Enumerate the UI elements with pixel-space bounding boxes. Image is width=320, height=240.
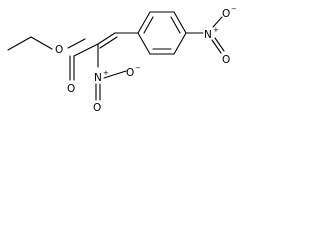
bond-aryl-n-o-double-2 xyxy=(214,37,225,52)
ring-double-1 xyxy=(143,16,154,34)
bond-aryl-n-o-double xyxy=(211,39,222,54)
atom-carbonyl-o: O xyxy=(67,83,75,95)
atom-nitro-alkene-o-double: O xyxy=(93,102,101,114)
atom-nitro-aryl-n: N xyxy=(204,29,212,41)
structure-diagram: O O N + O − O N + O − O xyxy=(7,5,237,114)
ring-bond-4 xyxy=(173,32,187,55)
atom-nitro-alkene-o-single: O xyxy=(126,67,134,79)
bond-alpha-beta-double xyxy=(99,36,118,49)
charge-nitro-aryl-n: + xyxy=(213,26,219,34)
ring-bond-3 xyxy=(173,11,187,34)
bond-aryl-n-o-single xyxy=(212,16,223,28)
atom-nitro-alkene-n: N xyxy=(94,72,102,84)
bond-carbonyl-c-alpha-c xyxy=(73,43,99,57)
ring-bond-6 xyxy=(137,32,151,55)
charge-nitro-alkene-o: − xyxy=(135,64,141,72)
bond-nitro-n-o-single xyxy=(103,70,127,79)
atom-ester-o: O xyxy=(55,44,63,56)
bond-methyl-ch2 xyxy=(7,36,32,51)
atom-nitro-aryl-o-double: O xyxy=(222,54,230,66)
bond-ch2-ester-o xyxy=(30,36,53,50)
charge-nitro-aryl-o: − xyxy=(231,5,237,13)
ring-double-2 xyxy=(170,16,181,34)
ring-bond-1 xyxy=(137,11,151,34)
bond-alpha-beta xyxy=(97,32,116,45)
charge-nitro-alkene-n: + xyxy=(103,69,109,77)
bond-ester-o-carbonyl-c xyxy=(67,38,86,49)
atom-nitro-aryl-o-single: O xyxy=(222,8,230,20)
